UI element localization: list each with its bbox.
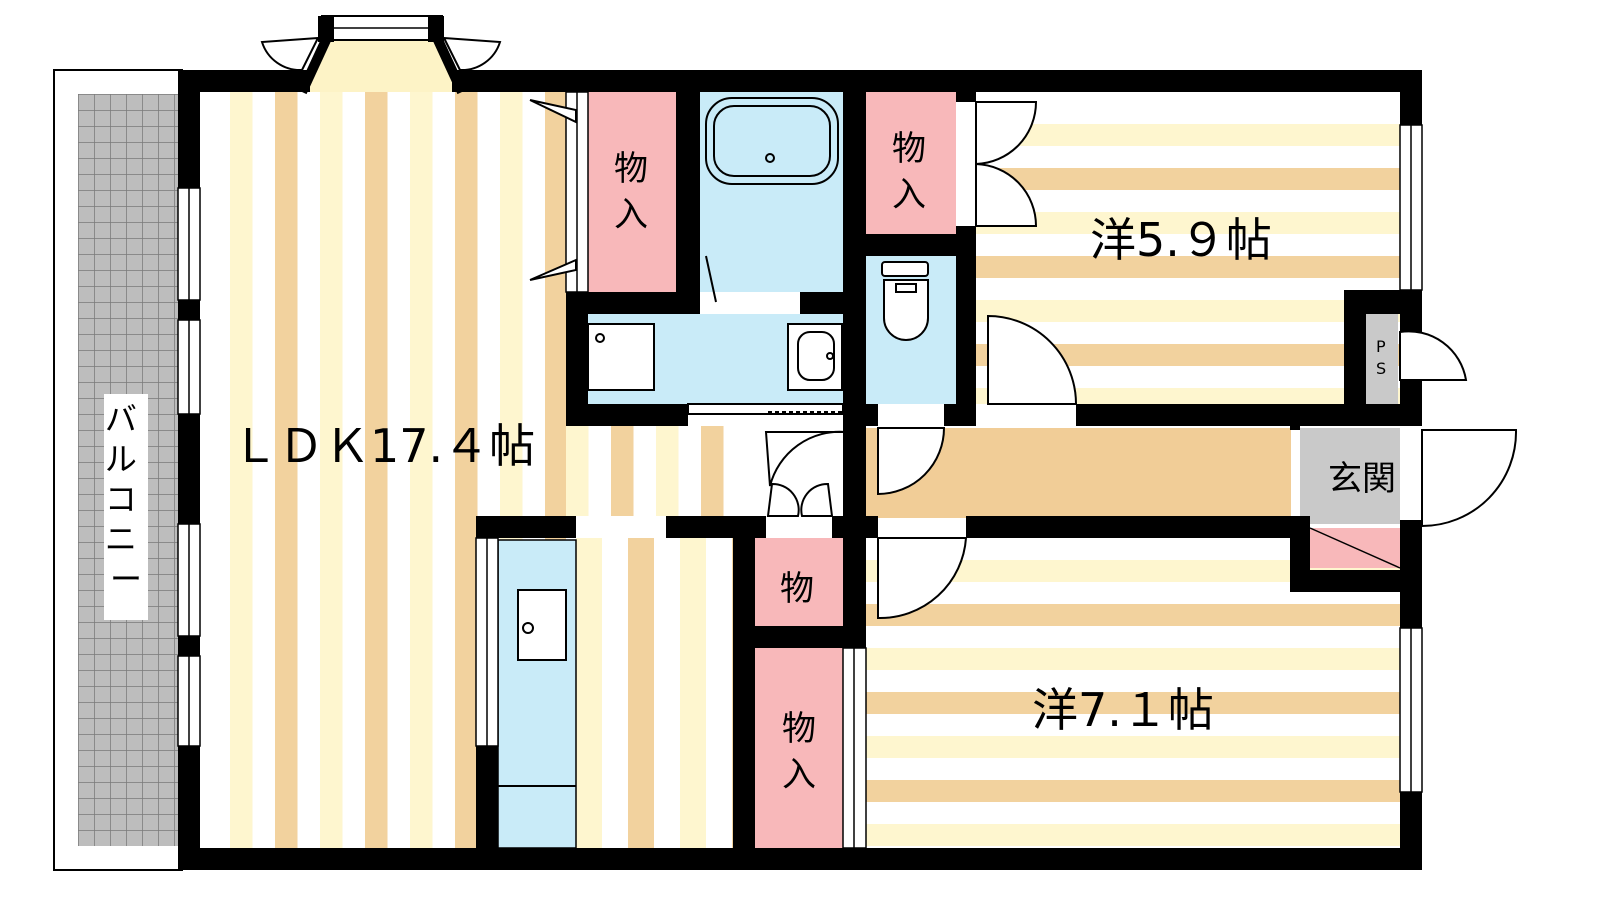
- closet-b: [866, 92, 956, 234]
- ldk-floor: [230, 92, 733, 848]
- kitchen-sink: [498, 589, 576, 787]
- toilet-icon: [881, 261, 929, 341]
- label-closet-c: 物: [780, 569, 814, 609]
- closet-a: [588, 92, 676, 292]
- label-closet-a-1: 物: [614, 149, 648, 189]
- western-lower-floor: [866, 560, 1400, 846]
- shoe-closet-diagonal: [1309, 527, 1401, 569]
- closet-c: [755, 538, 843, 626]
- bathtub: [705, 97, 839, 185]
- closet-d: [755, 648, 843, 848]
- kitchen-counter: [497, 539, 577, 849]
- label-western-upper: 洋5.９帖: [1090, 213, 1272, 267]
- label-closet-a-2: 入: [614, 195, 648, 235]
- western-upper-floor: [976, 124, 1400, 404]
- label-balcony: バ ル コ ニ ー: [105, 400, 147, 598]
- label-closet-b-2: 入: [892, 175, 926, 215]
- bathroom: [700, 92, 843, 292]
- label-closet-d-1: 物: [782, 709, 816, 749]
- wash-fixtures: [587, 323, 843, 391]
- balcony-label-bg: [104, 394, 148, 620]
- balcony: [53, 69, 183, 871]
- doors: [529, 99, 1518, 620]
- label-closet-d-2: 入: [782, 755, 816, 795]
- label-ps-s: S: [1376, 359, 1386, 378]
- ps-shaft: [1366, 314, 1398, 404]
- label-genkan: 玄関: [1328, 459, 1396, 499]
- label-ldk: ＬＤＫ17.４帖: [232, 419, 535, 473]
- label-closet-b-1: 物: [892, 129, 926, 169]
- label-ps-p: P: [1376, 337, 1386, 356]
- genkan-floor: [1300, 428, 1400, 524]
- label-western-lower: 洋7.１帖: [1032, 683, 1214, 737]
